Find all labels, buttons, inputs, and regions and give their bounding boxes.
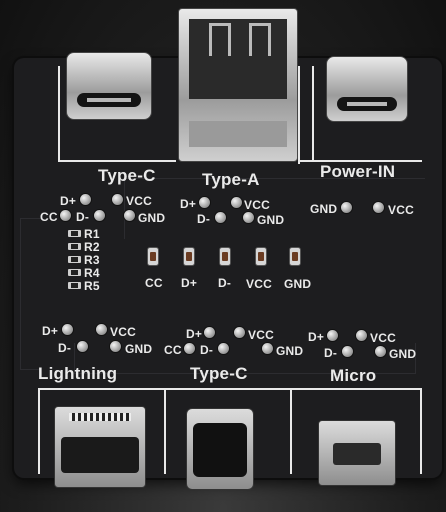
led-indicator <box>220 248 230 265</box>
label-type-a: Type-A <box>202 170 260 189</box>
test-pad <box>199 197 210 208</box>
pin-label-dplus: D+ <box>42 324 59 338</box>
resistor-label: R1 <box>84 227 100 241</box>
pin-label-gnd: GND <box>138 211 166 225</box>
pin-label-vcc: VCC <box>388 203 414 217</box>
test-pad <box>62 324 73 335</box>
pin-label-vcc: VCC <box>126 194 152 208</box>
pin-label-gnd: GND <box>310 202 338 216</box>
silk-line <box>298 66 300 162</box>
pin-label-dminus: D- <box>324 346 338 360</box>
test-pad <box>342 346 353 357</box>
silk-line <box>38 388 422 390</box>
test-pad <box>96 324 107 335</box>
test-pad <box>184 343 195 354</box>
label-type-c-bottom: Type-C <box>190 364 248 383</box>
pin-label-cc: CC <box>164 343 182 357</box>
pin-label-cc: CC <box>40 210 58 224</box>
resistor-label: R2 <box>84 240 100 254</box>
pin-label-dplus: D+ <box>308 330 325 344</box>
silk-line <box>164 388 166 474</box>
test-pad <box>204 327 215 338</box>
pin-label-dplus: D+ <box>186 327 203 341</box>
power-in-port <box>326 56 408 122</box>
silk-line <box>420 388 422 474</box>
test-pad <box>110 341 121 352</box>
test-pad <box>356 330 367 341</box>
trace <box>20 218 41 370</box>
led-indicator <box>290 248 300 265</box>
test-pad <box>231 197 242 208</box>
silk-line <box>298 160 300 164</box>
pin-label-vcc: VCC <box>248 328 274 342</box>
silk-line <box>312 66 314 162</box>
trace <box>74 343 416 374</box>
test-pad <box>327 330 338 341</box>
lightning-port <box>54 406 146 488</box>
silk-line <box>298 160 314 162</box>
test-pad <box>215 212 226 223</box>
resistor-label: R5 <box>84 279 100 293</box>
pin-label-dminus: D- <box>197 212 211 226</box>
test-pad <box>218 343 229 354</box>
led-indicator <box>148 248 158 265</box>
test-pad <box>60 210 71 221</box>
led-label: GND <box>284 277 312 291</box>
label-lightning: Lightning <box>38 364 118 383</box>
led-label: CC <box>145 276 163 290</box>
test-pad <box>234 327 245 338</box>
pin-label-dminus: D- <box>76 210 90 224</box>
pin-label-vcc: VCC <box>370 331 396 345</box>
type-c-port-bottom <box>186 408 254 490</box>
micro-usb-port <box>318 420 396 486</box>
led-label: D+ <box>181 276 198 290</box>
resistor-label: R3 <box>84 253 100 267</box>
label-micro: Micro <box>330 366 377 385</box>
label-type-c-top: Type-C <box>98 166 156 185</box>
label-power-in: Power-IN <box>320 162 396 181</box>
pin-label-gnd: GND <box>276 344 304 358</box>
led-indicator <box>184 248 194 265</box>
test-pad <box>375 346 386 357</box>
pin-label-dminus: D- <box>58 341 72 355</box>
pin-label-gnd: GND <box>125 342 153 356</box>
pin-label-gnd: GND <box>389 347 417 361</box>
test-pad <box>243 212 254 223</box>
test-pad <box>112 194 123 205</box>
resistor-label: R4 <box>84 266 100 280</box>
trace <box>124 178 425 239</box>
test-pad <box>80 194 91 205</box>
silk-line <box>38 388 40 474</box>
silk-line <box>312 160 422 162</box>
test-pad <box>77 341 88 352</box>
silk-line <box>58 160 176 162</box>
type-c-port-top <box>66 52 152 120</box>
led-indicator <box>256 248 266 265</box>
led-label: VCC <box>246 277 272 291</box>
silk-line <box>58 66 60 162</box>
pin-label-dplus: D+ <box>60 194 77 208</box>
pin-label-vcc: VCC <box>110 325 136 339</box>
pin-label-vcc: VCC <box>244 198 270 212</box>
pin-label-dminus: D- <box>200 343 214 357</box>
test-pad <box>262 343 273 354</box>
led-label: D- <box>218 276 232 290</box>
silk-line <box>290 388 292 474</box>
pin-label-gnd: GND <box>257 213 285 227</box>
type-a-port <box>178 8 298 162</box>
test-pad <box>373 202 384 213</box>
test-pad <box>341 202 352 213</box>
test-pad <box>94 210 105 221</box>
test-pad <box>124 210 135 221</box>
pin-label-dplus: D+ <box>180 197 197 211</box>
